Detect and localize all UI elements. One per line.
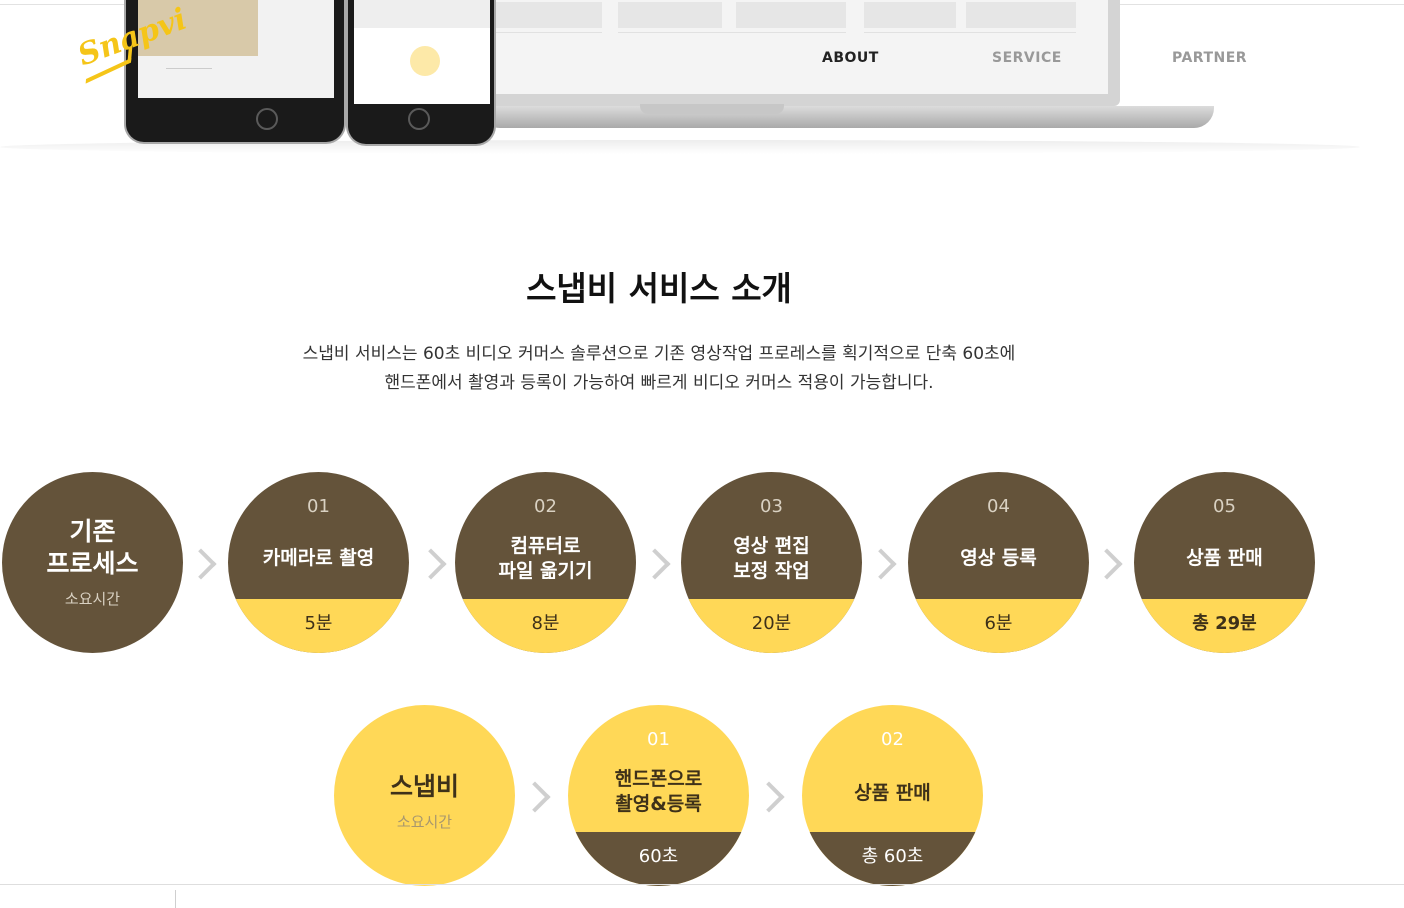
chevron-right-icon	[519, 781, 551, 813]
thumbnail-image	[966, 2, 1076, 28]
step-number: 04	[987, 496, 1010, 517]
nav-about[interactable]: ABOUT	[822, 50, 879, 66]
phone-home-button	[408, 108, 430, 130]
phone-record-icon	[410, 46, 440, 76]
step-number: 05	[1213, 496, 1236, 517]
nav-service[interactable]: SERVICE	[992, 50, 1062, 66]
step-label: 영상 등록	[960, 547, 1037, 569]
phone-mockup-left	[124, 0, 346, 144]
existing-step-4: 04 영상 등록 6분	[908, 472, 1089, 653]
chevron-right-icon	[415, 548, 447, 580]
laptop-screen-content	[492, 0, 1108, 94]
step-label-line: 보정 작업	[733, 560, 810, 582]
description-line: 핸드폰에서 촬영과 등록이 가능하여 빠르게 비디오 커머스 적용이 가능합니다…	[384, 373, 934, 393]
hero-device-mockup: Snapvi ABOUT SERVICE PARTNER	[0, 0, 1404, 160]
step-time: 6분	[908, 599, 1089, 653]
existing-process-header: 기존 프로세스 소요시간	[2, 472, 183, 653]
step-label: 카메라로 촬영	[262, 547, 375, 569]
thumbnail-image	[864, 2, 956, 28]
step-label-line: 파일 옮기기	[498, 560, 593, 582]
step-number: 01	[307, 496, 330, 517]
snapvi-step-1: 01 핸드폰으로 촬영&등록 60초	[568, 705, 749, 886]
step-label-line: 촬영&등록	[615, 793, 702, 815]
existing-title-line: 프로세스	[46, 549, 139, 578]
step-label: 상품 판매	[1186, 547, 1263, 569]
thumbnail-image	[492, 2, 602, 28]
snapvi-subtitle: 소요시간	[396, 813, 453, 831]
description-line: 스냅비 서비스는 60초 비디오 커머스 솔루션으로 기존 영상작업 프로레스를…	[302, 344, 1016, 364]
chevron-right-icon	[865, 548, 897, 580]
chevron-right-icon	[639, 548, 671, 580]
step-total-time: 총 60초	[802, 832, 983, 886]
chevron-right-icon	[1091, 548, 1123, 580]
step-number: 02	[534, 496, 557, 517]
thumbnail-caption-bar	[492, 32, 602, 54]
thumbnail-caption-bar	[618, 32, 846, 54]
existing-step-2: 02 컴퓨터로 파일 옮기기 8분	[455, 472, 636, 653]
step-number: 02	[881, 729, 904, 750]
laptop-base	[480, 106, 1214, 128]
step-label: 컴퓨터로 파일 옮기기	[455, 534, 636, 584]
phone-mockup-right	[346, 0, 496, 146]
step-label-line: 핸드폰으로	[614, 768, 703, 790]
nav-partner[interactable]: PARTNER	[1172, 50, 1248, 66]
step-label: 영상 편집 보정 작업	[681, 534, 862, 584]
step-time: 20분	[681, 599, 862, 653]
section-description: 스냅비 서비스는 60초 비디오 커머스 솔루션으로 기존 영상작업 프로레스를…	[0, 340, 1318, 398]
snapvi-title: 스냅비	[389, 772, 459, 801]
footer-divider	[0, 884, 1404, 885]
device-shadow	[0, 140, 1360, 154]
existing-subtitle: 소요시간	[64, 590, 121, 608]
step-label-line: 영상 편집	[733, 535, 810, 557]
step-total-time: 총 29분	[1134, 599, 1315, 653]
phone-action-icons	[166, 68, 212, 78]
phone-screen	[138, 0, 334, 98]
step-time: 8분	[455, 599, 636, 653]
step-number: 03	[760, 496, 783, 517]
step-label: 핸드폰으로 촬영&등록	[568, 767, 749, 817]
chevron-right-icon	[185, 548, 217, 580]
chevron-right-icon	[753, 781, 785, 813]
thumbnail-image	[618, 2, 722, 28]
step-time: 5분	[228, 599, 409, 653]
snapvi-process-header: 스냅비 소요시간	[334, 705, 515, 886]
existing-step-1: 01 카메라로 촬영 5분	[228, 472, 409, 653]
existing-title: 기존 프로세스	[2, 516, 183, 580]
thumbnail-image	[736, 2, 846, 28]
thumbnail-caption-bar	[864, 32, 1076, 54]
phone-home-button	[256, 108, 278, 130]
phone-photo	[138, 0, 258, 56]
step-number: 01	[647, 729, 670, 750]
step-label-line: 컴퓨터로	[510, 535, 581, 557]
existing-step-5: 05 상품 판매 총 29분	[1134, 472, 1315, 653]
step-label: 상품 판매	[854, 782, 931, 804]
step-time: 60초	[568, 832, 749, 886]
snapvi-step-2: 02 상품 판매 총 60초	[802, 705, 983, 886]
phone-header	[354, 0, 490, 28]
footer-separator	[175, 890, 176, 908]
section-title: 스냅비 서비스 소개	[526, 269, 792, 308]
phone-screen	[354, 0, 490, 104]
laptop-screen	[480, 0, 1120, 106]
existing-step-3: 03 영상 편집 보정 작업 20분	[681, 472, 862, 653]
laptop-hinge	[640, 104, 784, 114]
existing-title-line: 기존	[69, 517, 116, 546]
